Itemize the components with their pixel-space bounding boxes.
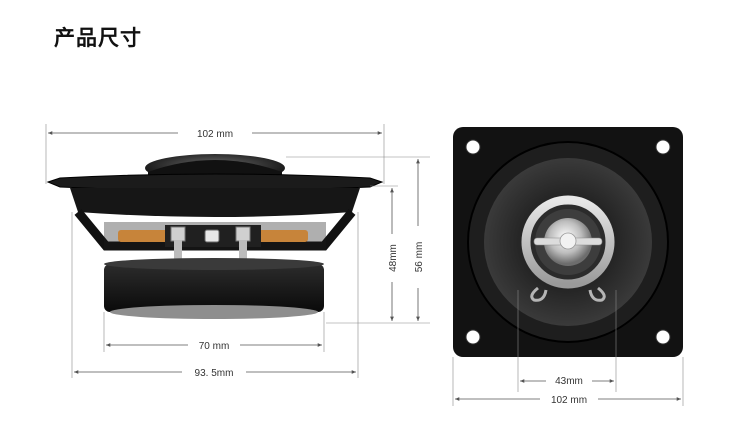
mount-hole-bl [465, 329, 481, 345]
dim-depth: 48mm [326, 185, 430, 324]
dim-label-70: 70 mm [199, 341, 230, 352]
dim-label-48: 48mm [388, 244, 399, 272]
speaker-front-view [453, 127, 683, 357]
dim-label-93-5: 93. 5mm [195, 368, 234, 379]
dim-overall-height: 56 mm [286, 156, 430, 321]
page-title: 产品尺寸 [54, 26, 142, 50]
mount-hole-tl [465, 139, 481, 155]
mount-hole-br [655, 329, 671, 345]
dim-label-102-front: 102 mm [551, 395, 587, 406]
speaker-side-view [46, 154, 384, 319]
dim-label-56: 56 mm [414, 242, 425, 273]
dim-side-overall-width: 102 mm [45, 124, 385, 184]
dim-magnet: 70 mm [103, 312, 325, 352]
dim-tweeter: 43mm [517, 290, 617, 392]
dim-cutout: 93. 5mm [71, 212, 359, 379]
speaker-basket [70, 188, 360, 217]
terminal-right [235, 226, 251, 242]
speaker-magnet [104, 264, 324, 312]
terminal-center [204, 229, 220, 243]
mount-hole-tr [655, 139, 671, 155]
terminal-left [170, 226, 186, 242]
dim-label-43: 43mm [555, 376, 583, 387]
dim-front-overall-width: 102 mm [452, 357, 684, 406]
copper-spider [118, 230, 168, 242]
tweeter-ring [521, 195, 615, 289]
dim-label-102-side: 102 mm [197, 129, 233, 140]
